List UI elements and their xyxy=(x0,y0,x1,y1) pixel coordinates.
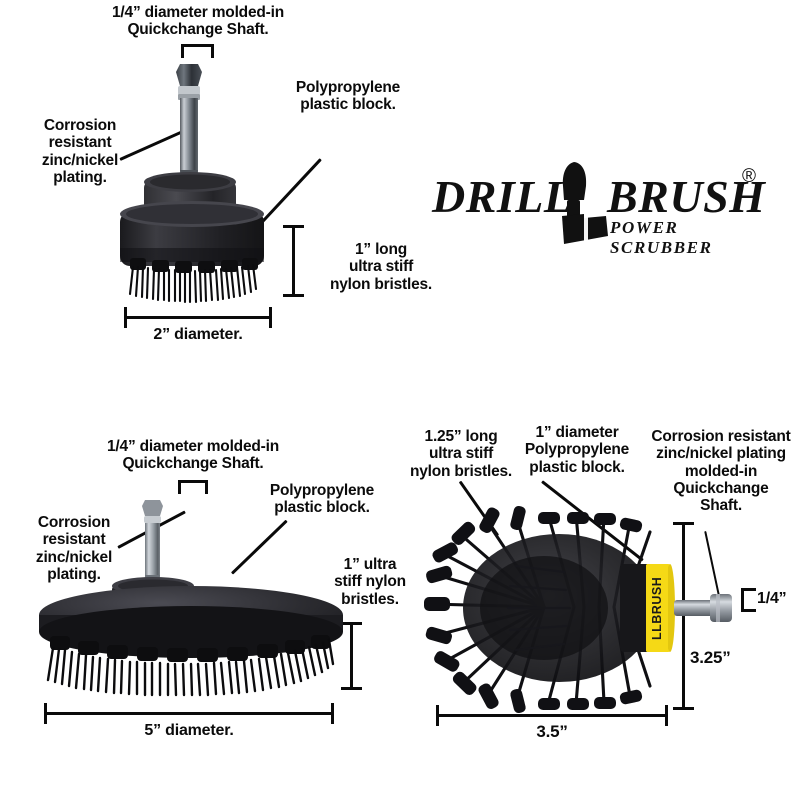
dimension-label-height-cylinder: 3.25” xyxy=(690,648,731,667)
annotation-bristles-bottom-left: 1” ultra stiff nylon bristles. xyxy=(334,556,406,608)
brand-band-label: LLBRUSH xyxy=(646,564,668,652)
dimension-label-length-cylinder: 3.5” xyxy=(536,722,568,741)
product-image-5in-brush xyxy=(26,498,356,698)
dimension-bracket-shaft-top xyxy=(181,44,214,58)
annotation-plating-bottom-left: Corrosion resistant zinc/nickel plating. xyxy=(35,514,113,584)
annotation-block-top: Polypropylene plastic block. xyxy=(295,79,401,114)
annotation-shaft-bottom-left: 1/4” diameter molded-in Quickchange Shaf… xyxy=(107,438,279,473)
brand-logo: DRILL BRUSH ® POWER SCRUBBER xyxy=(432,160,772,257)
annotation-shaft-top: 1/4” diameter molded-in Quickchange Shaf… xyxy=(112,4,284,39)
dimension-bracket-shaft-bottom-left xyxy=(178,480,208,494)
dimension-diameter-top xyxy=(124,307,272,328)
annotation-block-cylinder: 1” diameter Polypropylene plastic block. xyxy=(524,424,630,476)
dimension-diameter-bottom-left xyxy=(44,703,334,724)
logo-word-brush: BRUSH xyxy=(607,171,766,222)
product-image-2in-brush xyxy=(112,62,288,304)
logo-registered-mark: ® xyxy=(742,166,757,187)
logo-tagline: POWER SCRUBBER xyxy=(610,218,713,257)
annotation-plating-cylinder: Corrosion resistant zinc/nickel plating … xyxy=(651,428,791,515)
annotation-plating-top: Corrosion resistant zinc/nickel plating. xyxy=(41,117,119,187)
dimension-bristle-length-top xyxy=(283,225,304,297)
dimension-label-diameter-bottom-left: 5” diameter. xyxy=(144,722,234,739)
logo-brush-icon xyxy=(562,162,608,244)
dimension-bristle-length-bottom-left xyxy=(341,622,362,690)
product-image-cylinder-brush xyxy=(424,505,744,714)
dimension-bracket-shaft-cylinder xyxy=(741,588,756,612)
dimension-length-cylinder xyxy=(436,705,668,726)
logo-word-drill: DRILL xyxy=(432,171,573,222)
annotation-block-bottom-left: Polypropylene plastic block. xyxy=(269,482,375,517)
annotation-bristles-cylinder: 1.25” long ultra stiff nylon bristles. xyxy=(409,428,513,480)
annotation-bristles-top: 1” long ultra stiff nylon bristles. xyxy=(329,241,433,293)
dimension-label-diameter-top: 2” diameter. xyxy=(153,326,243,343)
dimension-label-shaft-cylinder: 1/4” xyxy=(757,590,787,607)
